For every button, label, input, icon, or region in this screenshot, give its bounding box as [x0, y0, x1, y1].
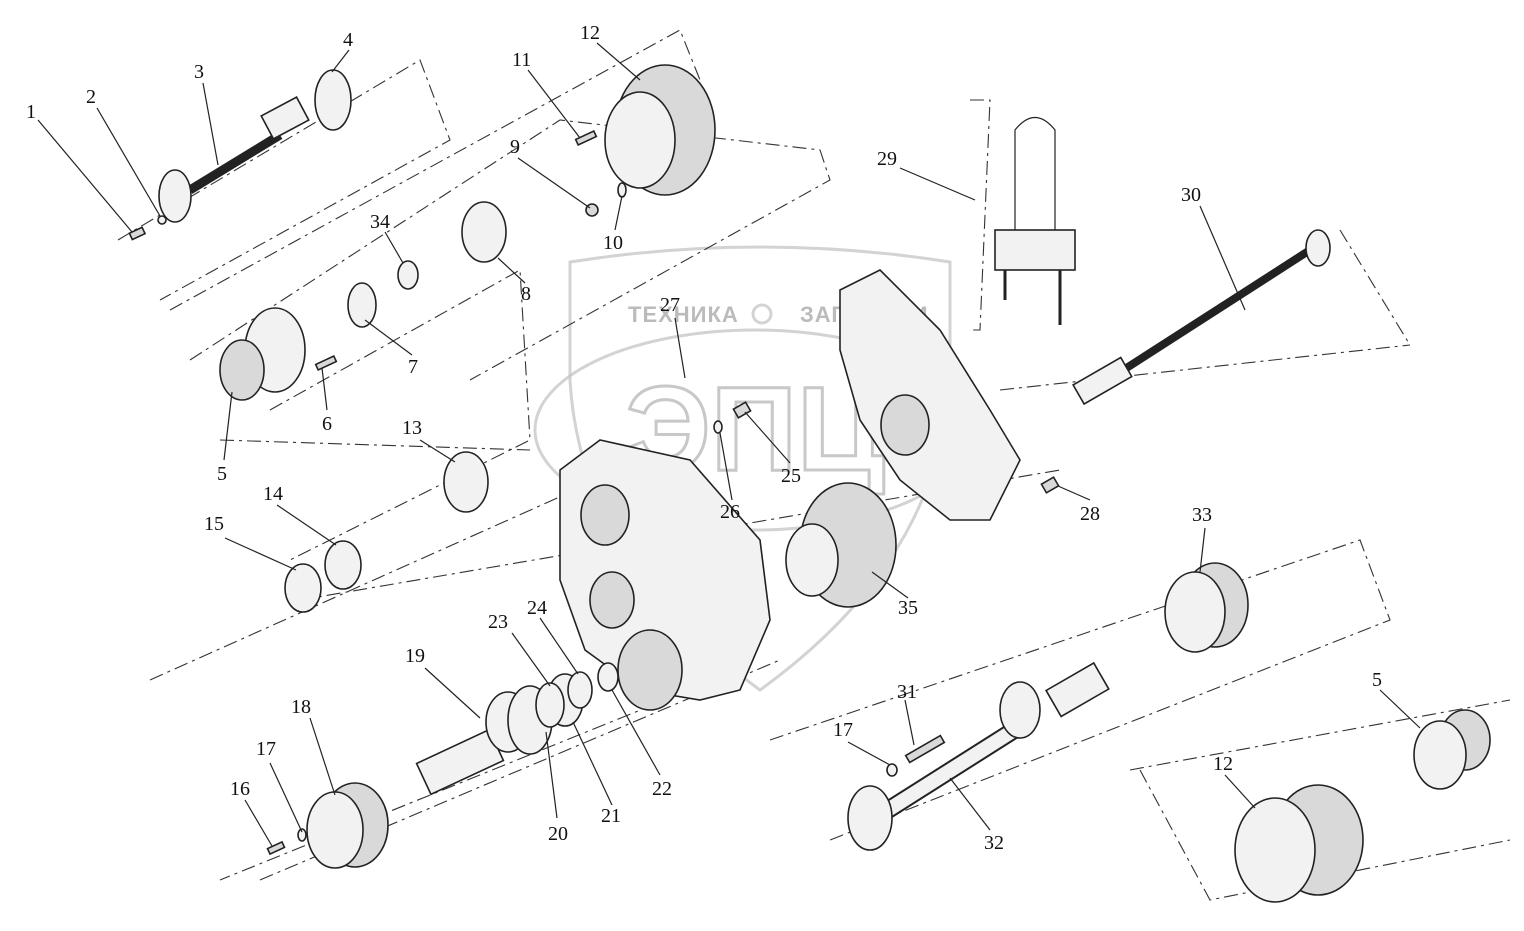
washer-part-10 — [617, 182, 627, 198]
plug-part-28 — [1040, 476, 1060, 494]
bearing-part-13 — [443, 451, 489, 513]
bolt-part-31 — [904, 734, 946, 764]
gasket-part-4 — [314, 69, 352, 131]
callout-8: 8 — [521, 283, 531, 305]
callout-3: 3 — [194, 61, 204, 83]
hub-part-5b — [1413, 709, 1491, 790]
callout-2: 2 — [86, 86, 96, 108]
callout-31: 31 — [897, 681, 917, 703]
snap-ring-part-34 — [397, 260, 419, 290]
watermark-left-text: ТЕХНИКА — [628, 302, 739, 327]
callout-9: 9 — [510, 136, 520, 158]
bolt-part-11 — [574, 129, 598, 147]
gear-part-35 — [785, 482, 897, 608]
callout-24: 24 — [527, 597, 547, 619]
callout-33: 33 — [1192, 504, 1212, 526]
callout-20: 20 — [548, 823, 568, 845]
parts — [128, 64, 1491, 903]
plug-part-25 — [732, 401, 752, 419]
leader-lines — [37, 42, 1421, 847]
ring-part-24 — [567, 671, 593, 709]
watermark-logo: ТЕХНИКА ЗАПЧАСТИ ЭПЦ — [533, 245, 977, 692]
ring-part-15 — [284, 563, 322, 613]
flange-part-18 — [306, 782, 389, 869]
washer-part-17b — [886, 763, 898, 777]
washer-part-2 — [157, 215, 167, 225]
ring-part-22 — [597, 662, 619, 692]
callout-1: 1 — [26, 101, 36, 123]
axle-shaft-part-30 — [1072, 229, 1331, 406]
callout-10: 10 — [603, 232, 623, 254]
callout-18: 18 — [291, 696, 311, 718]
callout-17-left: 17 — [256, 738, 276, 760]
lock-plate-part-7 — [347, 282, 377, 328]
drum-part-12-top — [604, 64, 716, 196]
callout-14: 14 — [263, 483, 283, 505]
callout-27: 27 — [660, 294, 680, 316]
bolt-part-6 — [314, 354, 338, 372]
callout-5-left: 5 — [217, 463, 227, 485]
callout-15: 15 — [204, 513, 224, 535]
shaft-part-3 — [158, 96, 310, 223]
washer-part-17a — [297, 828, 307, 842]
callout-16: 16 — [230, 778, 250, 800]
callout-22: 22 — [652, 778, 672, 800]
flange-part-33 — [1164, 562, 1249, 653]
callout-12-bottom: 12 — [1213, 753, 1233, 775]
callout-labels: 1 2 3 4 5 5 6 7 8 9 10 11 12 12 13 14 15… — [26, 22, 1382, 854]
bolt-part-16 — [266, 840, 286, 856]
callout-32: 32 — [984, 832, 1004, 854]
callout-23: 23 — [488, 611, 508, 633]
callout-6: 6 — [322, 413, 332, 435]
bearing-part-8 — [461, 201, 507, 263]
callout-26: 26 — [720, 501, 740, 523]
callout-25: 25 — [781, 465, 801, 487]
callout-35: 35 — [898, 597, 918, 619]
axle-tube-part-32 — [847, 661, 1110, 851]
callout-13: 13 — [402, 417, 422, 439]
watermark-gear-icon — [751, 303, 773, 325]
callout-5-right: 5 — [1372, 669, 1382, 691]
callout-28: 28 — [1080, 503, 1100, 525]
callout-30: 30 — [1181, 184, 1201, 206]
callout-11: 11 — [512, 49, 531, 71]
washer-part-26 — [713, 420, 723, 434]
callout-7: 7 — [408, 356, 418, 378]
callout-4: 4 — [343, 29, 353, 51]
side-cover — [839, 269, 1021, 521]
callout-21: 21 — [601, 805, 621, 827]
ring-part-23 — [535, 682, 565, 728]
bolt-part-1 — [128, 226, 147, 241]
drum-part-12-bottom — [1234, 784, 1364, 903]
callout-34: 34 — [370, 211, 390, 233]
callout-29: 29 — [877, 148, 897, 170]
ring-part-14 — [324, 540, 362, 590]
hub-part-5 — [219, 307, 306, 401]
callout-12-top: 12 — [580, 22, 600, 44]
callout-17-right: 17 — [833, 719, 853, 741]
puller-tool-part-29 — [994, 116, 1076, 325]
callout-19: 19 — [405, 645, 425, 667]
